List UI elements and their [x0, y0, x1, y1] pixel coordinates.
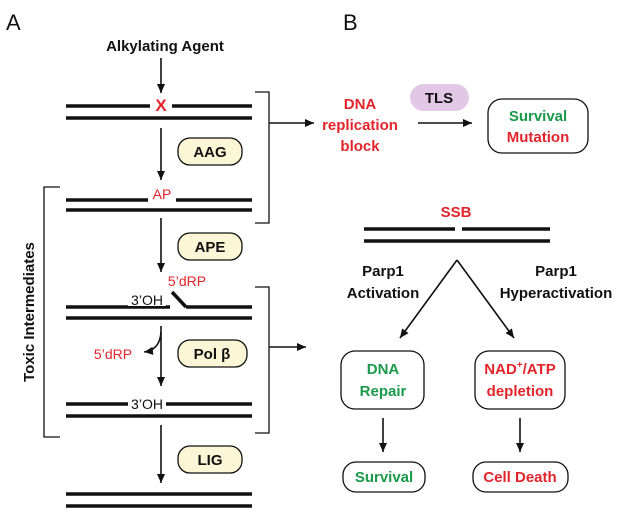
polb-enzyme-box [177, 339, 248, 368]
depletion-label: depletion [487, 383, 554, 400]
cell-death-box [472, 461, 569, 493]
dna-repaired [66, 492, 252, 508]
svg-text:replication: replication [322, 117, 398, 134]
nad-atp-label: NAD+/ATP [484, 360, 555, 378]
parp-hyperactivation-label: Parp1 Hyperactivation [500, 263, 613, 302]
drp-left-label: 5’dRP [94, 346, 132, 362]
ap-site-label: AP [153, 186, 172, 202]
ape-label: APE [195, 239, 226, 256]
dna-ssb [364, 227, 550, 243]
svg-text:block: block [340, 138, 380, 155]
aag-label: AAG [193, 144, 226, 161]
drp-removal-arrow [143, 331, 162, 355]
dna-repair-label: DNA Repair [360, 361, 407, 400]
cell-death-label: Cell Death [483, 469, 556, 486]
lig-label: LIG [198, 452, 223, 469]
aag-enzyme-box [177, 137, 243, 166]
parp-activation-arrow [399, 259, 458, 339]
dna-repair-box [340, 350, 425, 410]
lig-enzyme-box [177, 445, 243, 474]
tls-label: TLS [425, 90, 453, 107]
ssb-label: SSB [441, 204, 472, 221]
nad-atp-box [474, 350, 566, 410]
dna-replication-block-label: DNA replication block [322, 96, 398, 155]
survival-bottom-label: Survival [355, 469, 413, 486]
lower-right-bracket [255, 286, 270, 434]
panel-a-label: A [6, 10, 21, 35]
svg-text:Parp1: Parp1 [362, 263, 404, 280]
svg-text:Parp1: Parp1 [535, 263, 577, 280]
survival-bottom-box [342, 461, 426, 493]
svg-text:DNA: DNA [344, 96, 377, 113]
outcome-box-top [487, 98, 589, 154]
polb-label: Pol β [194, 346, 231, 363]
mutation-label: Mutation [507, 129, 569, 146]
lesion-x-mark: X [155, 96, 167, 115]
tls-pill [410, 84, 469, 111]
panel-b-label: B [343, 10, 358, 35]
alkylating-agent-label: Alkylating Agent [106, 38, 224, 55]
oh-label-1: 3’OH [131, 292, 163, 308]
svg-text:Activation: Activation [347, 285, 420, 302]
drp-top-label: 5’dRP [168, 273, 206, 289]
toxic-intermediates-label: Toxic Intermediates [21, 242, 38, 382]
survival-top-label: Survival [509, 108, 567, 125]
svg-text:Hyperactivation: Hyperactivation [500, 285, 613, 302]
oh-label-2: 3’OH [131, 396, 163, 412]
ape-enzyme-box [177, 232, 243, 261]
dna-nicked-with-drp [66, 290, 252, 320]
upper-right-bracket [255, 91, 270, 224]
toxic-bracket [43, 186, 60, 438]
svg-text:Repair: Repair [360, 383, 407, 400]
parp-activation-label: Parp1 Activation [347, 263, 420, 302]
parp-hyperactivation-arrow [456, 259, 515, 339]
svg-text:DNA: DNA [367, 361, 400, 378]
